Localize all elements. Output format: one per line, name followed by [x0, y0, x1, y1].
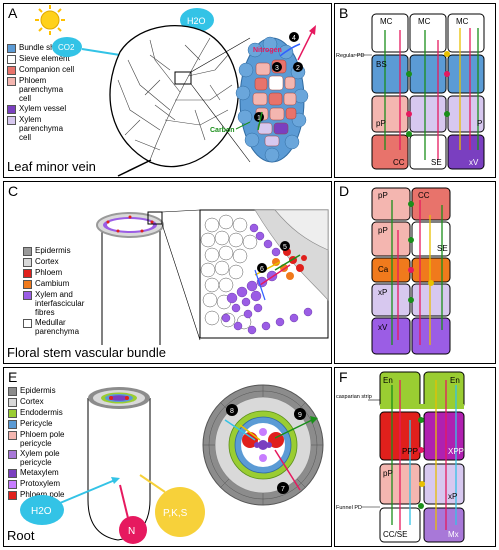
legend-e-item: Pericycle	[8, 419, 80, 429]
legend-e-item: Metaxylem	[8, 468, 80, 478]
legend-c: Epidermis Cortex Phloem Cambium Xylem an…	[23, 246, 95, 337]
panel-f	[334, 367, 496, 547]
legend-swatch	[8, 469, 17, 478]
legend-e: Epidermis Cortex Endodermis Pericycle Ph…	[8, 386, 80, 501]
panel-d	[334, 181, 496, 364]
legend-swatch	[8, 387, 17, 396]
panel-b-letter: B	[339, 5, 349, 21]
legend-a-item: Sieve element	[7, 54, 77, 64]
legend-swatch	[23, 258, 32, 267]
panel-f-letter: F	[339, 369, 348, 385]
legend-c-item: Cortex	[23, 257, 95, 267]
legend-swatch	[23, 269, 32, 278]
legend-e-item: Phloem pole	[8, 490, 80, 500]
panel-a-title: Leaf minor vein	[7, 159, 96, 174]
legend-swatch	[23, 319, 32, 328]
legend-a-item: Bundle sheath	[7, 43, 77, 53]
legend-a-item: Companion cell	[7, 65, 77, 75]
legend-swatch	[8, 420, 17, 429]
panel-e-letter: E	[8, 369, 18, 385]
legend-swatch	[8, 409, 17, 418]
legend-swatch	[8, 450, 17, 459]
legend-swatch	[8, 398, 17, 407]
legend-c-item: Epidermis	[23, 246, 95, 256]
legend-e-item: Xylem pole pericycle	[8, 449, 80, 467]
legend-a: Bundle sheath Sieve element Companion ce…	[7, 43, 77, 143]
legend-a-item: Xylem parenchyma cell	[7, 115, 77, 142]
panel-c-letter: C	[8, 183, 19, 199]
panel-e-title: Root	[7, 528, 35, 543]
legend-swatch	[23, 291, 32, 300]
legend-swatch	[8, 480, 17, 489]
legend-a-item: Xylem vessel	[7, 104, 77, 114]
panel-c-title: Floral stem vascular bundle	[7, 345, 166, 360]
legend-c-item: Medullar parenchyma	[23, 318, 95, 336]
legend-e-item: Epidermis	[8, 386, 80, 396]
legend-swatch	[23, 247, 32, 256]
legend-swatch	[8, 431, 17, 440]
panel-b	[334, 3, 496, 178]
legend-e-item: Phloem pole pericycle	[8, 430, 80, 448]
legend-swatch	[23, 280, 32, 289]
legend-swatch	[7, 105, 16, 114]
panel-a-letter: A	[8, 5, 18, 21]
legend-swatch	[7, 44, 16, 53]
legend-a-item: Phloem parenchyma cell	[7, 76, 77, 103]
legend-e-item: Endodermis	[8, 408, 80, 418]
legend-swatch	[7, 77, 16, 86]
panel-d-letter: D	[339, 183, 350, 199]
legend-swatch	[7, 116, 16, 125]
legend-e-item: Protoxylem	[8, 479, 80, 489]
legend-c-item: Cambium	[23, 279, 95, 289]
legend-c-item: Xylem and interfascicular fibres	[23, 290, 95, 317]
legend-e-item: Cortex	[8, 397, 80, 407]
legend-swatch	[7, 55, 16, 64]
legend-swatch	[7, 66, 16, 75]
legend-c-item: Phloem	[23, 268, 95, 278]
legend-swatch	[8, 491, 17, 500]
